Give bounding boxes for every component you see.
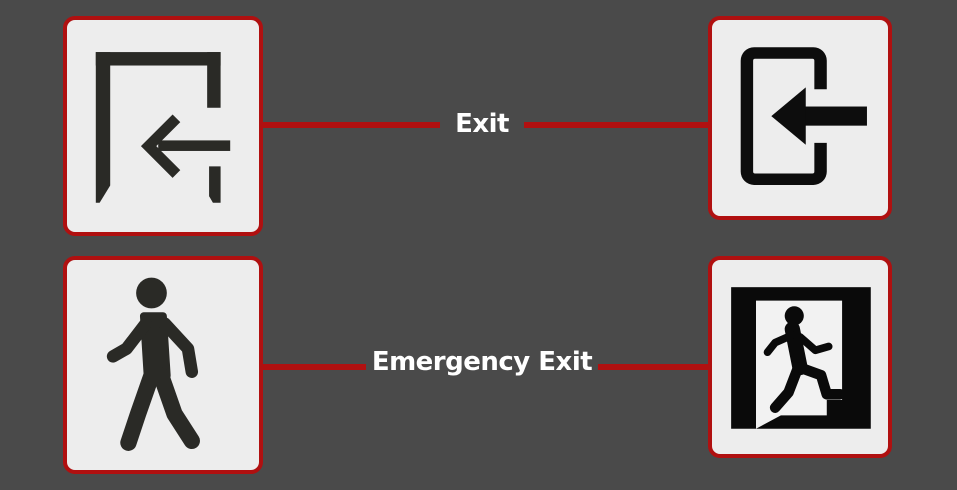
exit-connector-right	[524, 122, 708, 128]
sign-in-door-arrow-card	[708, 16, 892, 220]
exit-label: Exit	[455, 109, 509, 139]
exit-connector-left	[263, 122, 440, 128]
walking-person-card	[63, 256, 263, 474]
emergency-exit-connector-left	[263, 364, 366, 370]
running-man-exit-card	[708, 256, 892, 458]
exit-door-arrow-card	[63, 16, 263, 236]
emergency-exit-label: Emergency Exit	[371, 347, 593, 377]
emergency-exit-connector-right	[598, 364, 708, 370]
sign-in-door-arrow-icon	[740, 47, 867, 185]
exit-door-arrow-icon	[95, 52, 231, 203]
running-man-exit-icon	[731, 287, 871, 429]
walking-person-icon	[106, 277, 200, 451]
